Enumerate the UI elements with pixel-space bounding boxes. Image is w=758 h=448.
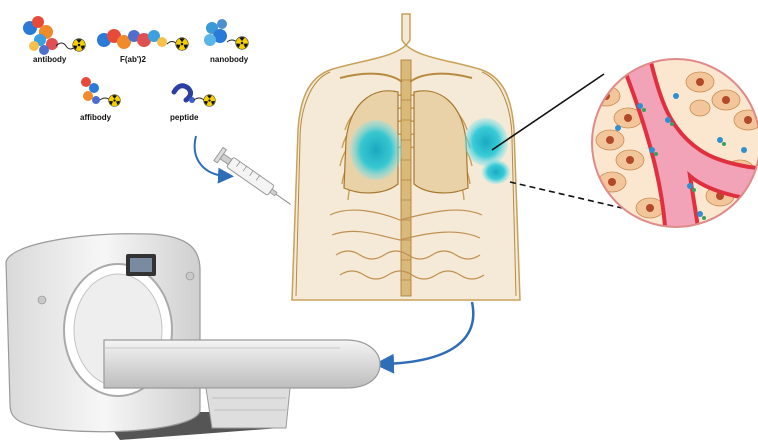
label-nanobody: nanobody — [210, 55, 248, 64]
label-fab2: F(ab')2 — [120, 55, 146, 64]
tumor-uptake-right — [464, 118, 508, 166]
bed-base — [206, 388, 290, 428]
human-torso — [292, 14, 520, 300]
radioactive-icon — [109, 95, 121, 107]
probe-fab2 — [97, 29, 188, 50]
radioactive-icon — [73, 39, 86, 52]
label-peptide: peptide — [170, 113, 198, 122]
syringe-icon — [214, 147, 295, 211]
radioactive-icon — [176, 38, 189, 51]
probe-nanobody — [204, 19, 248, 49]
tissue-magnifier — [590, 58, 758, 240]
radioactive-icon — [204, 95, 216, 107]
radioactive-icon — [236, 37, 249, 50]
patient-bed — [104, 340, 380, 388]
affibody-molecule-icon — [81, 77, 100, 104]
peptide-molecule-icon — [174, 86, 195, 103]
tumor-uptake-right-lower — [482, 160, 510, 184]
label-antibody: antibody — [33, 55, 66, 64]
fab2-molecule-icon — [97, 29, 167, 49]
probe-antibody — [23, 16, 85, 55]
antibody-molecule-icon — [23, 16, 58, 55]
probe-affibody — [81, 77, 120, 106]
tumor-uptake-left — [350, 120, 402, 180]
probe-peptide — [174, 86, 215, 107]
label-affibody: affibody — [80, 113, 111, 122]
arrow-body-to-scanner — [384, 302, 473, 364]
nanobody-molecule-icon — [204, 19, 227, 46]
spine — [401, 60, 411, 296]
